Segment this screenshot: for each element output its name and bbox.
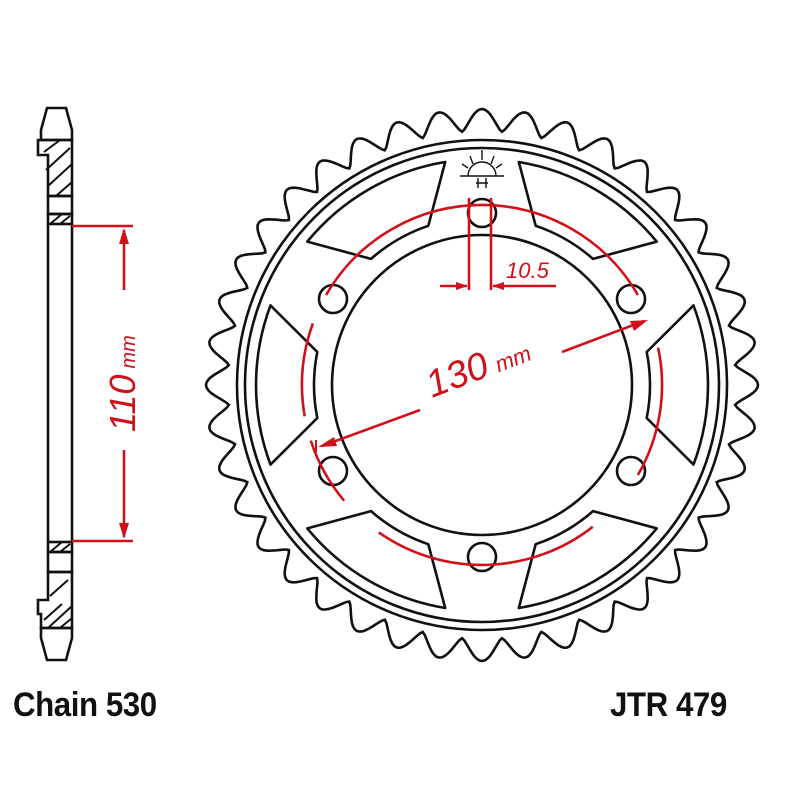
lightening-window	[254, 304, 319, 466]
bolt-hole-dimension-text: 10.5	[506, 258, 550, 283]
logo-mark-icon	[460, 150, 504, 188]
bolt-hole	[615, 455, 647, 487]
thickness-dimension: 110mm	[72, 224, 143, 543]
lightening-window	[306, 160, 447, 261]
bolt-hole	[615, 283, 647, 315]
lightening-window	[645, 304, 710, 466]
lightening-window	[517, 509, 658, 610]
pcd-dimension-text: 130mm	[420, 328, 536, 406]
hub-bore	[330, 233, 634, 537]
lightening-window	[306, 509, 447, 610]
thickness-dimension-text: 110mm	[102, 335, 143, 432]
chain-size-label: Chain 530	[13, 686, 157, 724]
lightening-windows	[254, 160, 710, 610]
pcd-arc	[300, 322, 315, 417]
bolt-hole	[466, 541, 498, 573]
lightening-window	[517, 160, 658, 261]
sprocket-front-view	[204, 107, 760, 663]
sprocket-teeth-outline	[204, 107, 760, 663]
pcd-circle	[300, 203, 664, 567]
pcd-arc	[324, 203, 640, 296]
part-number-label: JTR 479	[610, 686, 727, 724]
pcd-arc	[636, 347, 664, 476]
pcd-arc	[378, 525, 594, 567]
bolt-hole	[317, 283, 349, 315]
pcd-arc	[309, 440, 346, 502]
sprocket-side-profile	[36, 106, 74, 662]
front-dimensions: 130mm 10.5	[300, 198, 664, 567]
